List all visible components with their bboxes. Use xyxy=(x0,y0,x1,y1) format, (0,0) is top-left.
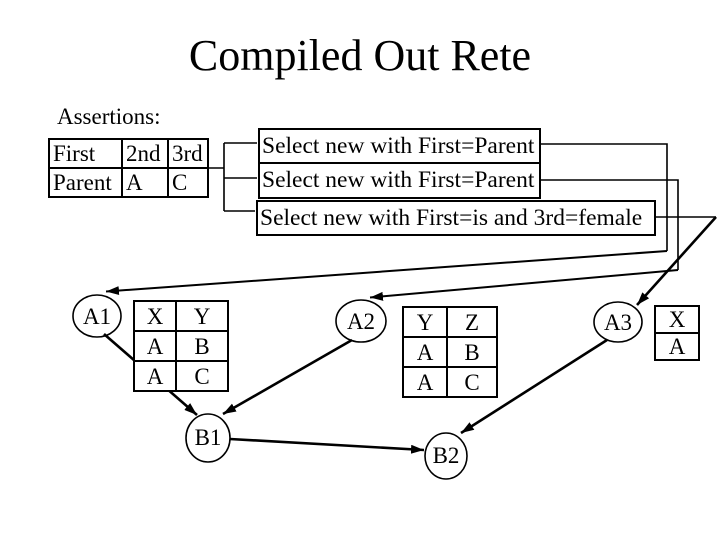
arrow-select3-to-a3 xyxy=(636,216,717,306)
table-row: A C xyxy=(133,360,229,392)
memory-table-a2: Y Z A B A C xyxy=(402,306,498,398)
select-node-2-label: Select new with First=Parent xyxy=(262,167,535,193)
table-cell: Y xyxy=(175,300,229,332)
arrow-b1-to-b2 xyxy=(229,437,425,454)
table-row: Parent A C xyxy=(48,167,209,198)
arrow-a2-to-b1 xyxy=(222,338,353,416)
table-cell: 2nd xyxy=(121,138,169,169)
node-ellipse-b2 xyxy=(424,432,468,480)
table-cell: A xyxy=(654,332,700,361)
assertions-table: First 2nd 3rd Parent A C xyxy=(48,138,209,198)
page-title: Compiled Out Rete xyxy=(188,31,532,80)
table-cell: X xyxy=(133,300,177,332)
arrow-select1-to-a1 xyxy=(105,250,668,296)
table-cell: First xyxy=(48,138,123,169)
assertions-label: Assertions: xyxy=(57,104,161,129)
table-row: X xyxy=(654,305,700,334)
node-ellipse-b1 xyxy=(185,413,231,463)
table-row: A C xyxy=(402,366,498,398)
table-cell: A xyxy=(402,366,448,398)
node-label-a2: A2 xyxy=(346,309,376,334)
table-cell: A xyxy=(133,360,177,392)
table-cell: Parent xyxy=(48,167,123,198)
table-row: A xyxy=(654,332,700,361)
table-cell: B xyxy=(175,330,229,362)
node-label-b1: B1 xyxy=(194,425,222,450)
table-cell: A xyxy=(121,167,169,198)
select-node-3-label: Select new with First=is and 3rd=female xyxy=(260,204,643,231)
node-label-a3: A3 xyxy=(603,310,633,335)
table-cell: Z xyxy=(446,306,498,338)
node-label-b2: B2 xyxy=(432,443,460,468)
table-row: X Y xyxy=(133,300,229,332)
table-cell: C xyxy=(446,366,498,398)
table-cell: Y xyxy=(402,306,448,338)
select-node-1-label: Select new with First=Parent xyxy=(262,132,535,159)
table-cell: A xyxy=(402,336,448,368)
node-ellipse-a2 xyxy=(335,299,387,343)
table-cell: 3rd xyxy=(167,138,209,169)
table-cell: B xyxy=(446,336,498,368)
table-row: A B xyxy=(133,330,229,362)
table-cell: C xyxy=(175,360,229,392)
table-cell: C xyxy=(167,167,209,198)
table-cell: A xyxy=(133,330,177,362)
memory-table-a3: X A xyxy=(654,305,700,361)
select-output-connector xyxy=(540,143,716,270)
select-node-3: Select new with First=is and 3rd=female xyxy=(256,200,656,236)
table-cell: X xyxy=(654,305,700,334)
arrow-a3-to-b2 xyxy=(460,338,608,435)
node-ellipse-a3 xyxy=(593,301,643,343)
assertions-fanout-connector xyxy=(199,142,257,212)
select-node-2: Select new with First=Parent xyxy=(258,162,541,199)
arrow-select2-to-a2 xyxy=(369,269,679,301)
memory-table-a1: X Y A B A C xyxy=(133,300,229,392)
table-row: A B xyxy=(402,336,498,368)
node-label-a1: A1 xyxy=(82,304,112,329)
node-ellipse-a1 xyxy=(72,294,122,338)
table-row: First 2nd 3rd xyxy=(48,138,209,169)
select-node-1: Select new with First=Parent xyxy=(258,128,541,164)
table-row: Y Z xyxy=(402,306,498,338)
